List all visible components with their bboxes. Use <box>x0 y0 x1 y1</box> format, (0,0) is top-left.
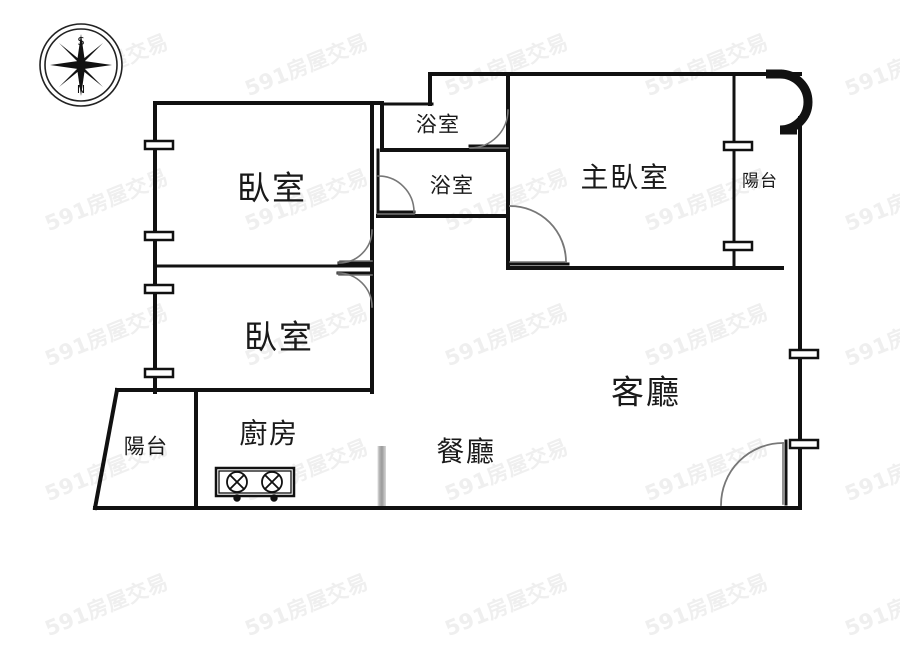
room-label-balcony-right: 陽台 <box>741 171 779 192</box>
room-label-bedroom-1: 臥室 <box>237 168 307 208</box>
room-label-balcony-left: 陽台 <box>123 434 169 459</box>
room-label-bathroom-1: 浴室 <box>415 112 461 137</box>
room-label-bathroom-2: 浴室 <box>429 173 475 198</box>
room-label-master-bedroom: 主臥室 <box>580 161 670 194</box>
room-label-dining-room: 餐廳 <box>436 435 496 468</box>
compass-bottom-letter: N <box>77 83 85 96</box>
room-label-living-room: 客廳 <box>611 372 681 412</box>
room-label-bedroom-2: 臥室 <box>244 317 314 357</box>
compass-top-letter: S <box>78 35 85 48</box>
room-label-kitchen: 廚房 <box>239 417 299 450</box>
compass-rose: S N <box>36 18 126 113</box>
